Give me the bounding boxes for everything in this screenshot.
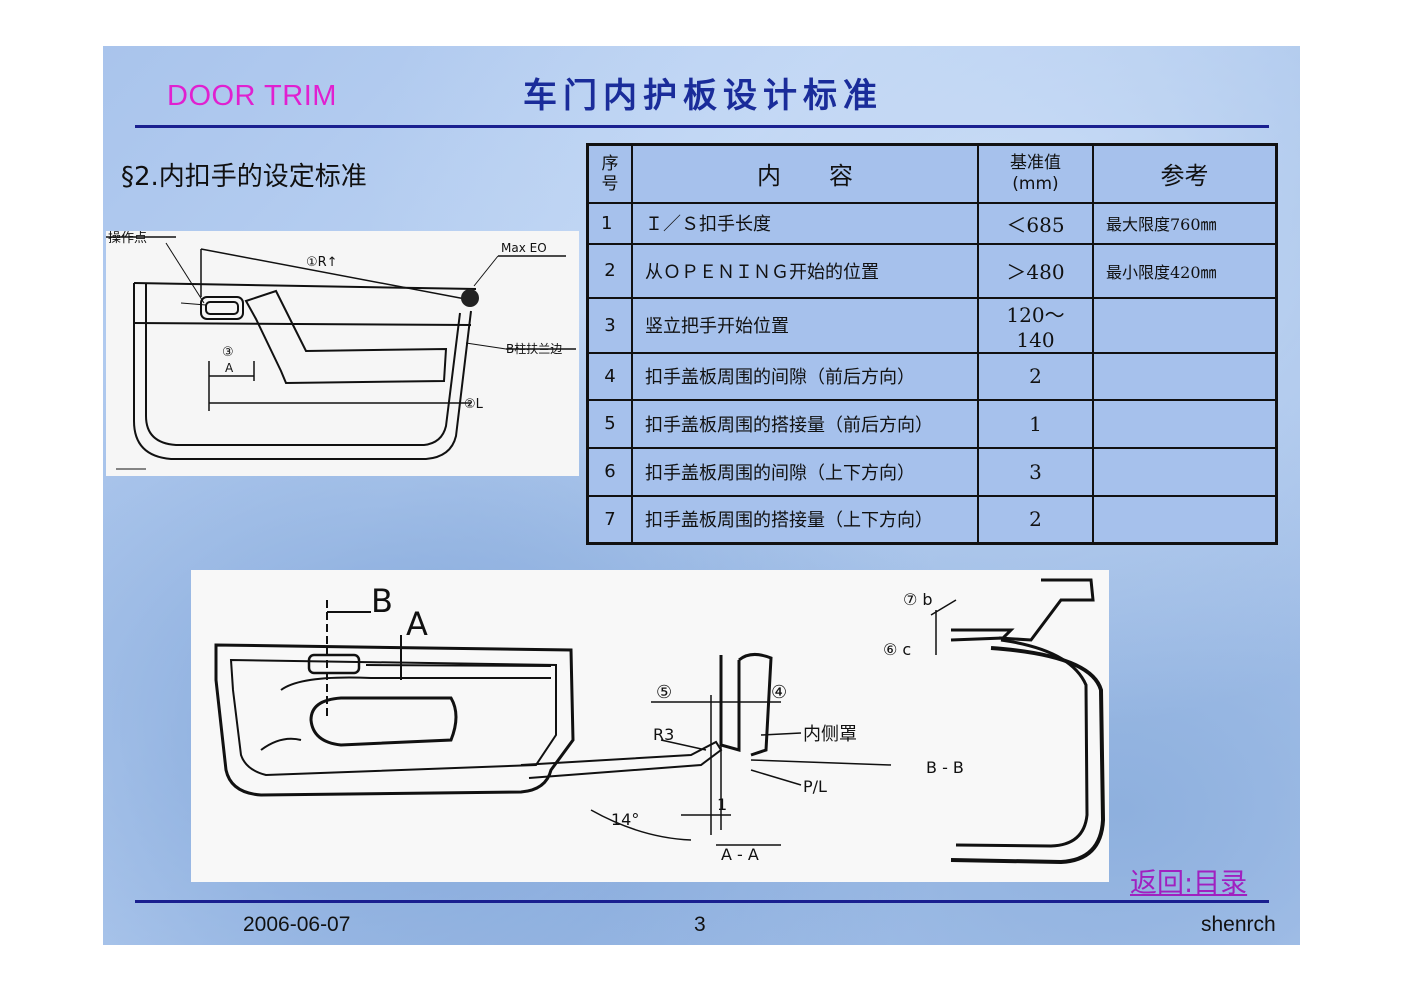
table-row: 7 扣手盖板周围的搭接量（上下方向） 2 xyxy=(586,494,1278,545)
row-no: 3 xyxy=(586,296,633,354)
footer-author: shenrch xyxy=(1201,913,1276,936)
row-content: 扣手盖板周围的间隙（上下方向） xyxy=(631,446,979,497)
one-mm-label: 1 xyxy=(717,795,727,814)
a-label: A xyxy=(225,361,234,375)
aa-section-label: A - A xyxy=(721,845,759,864)
table-header-row: 序号 内 容 基准值 (mm) 参考 xyxy=(586,143,1278,204)
back-to-toc-link[interactable]: 返回:目录 xyxy=(1130,868,1248,899)
table-row: 4 扣手盖板周围的间隙（前后方向） 2 xyxy=(586,351,1278,401)
row-base: 120～140 xyxy=(977,296,1094,354)
header-ref: 参考 xyxy=(1092,143,1278,204)
num7-label: ⑦ b xyxy=(903,590,933,609)
row-no: 2 xyxy=(586,242,633,299)
angle-label: 14° xyxy=(611,810,639,829)
slide: DOOR TRIM 车门内护板设计标准 §2.内扣手的设定标准 xyxy=(103,46,1300,945)
footer-page-number: 3 xyxy=(694,913,706,936)
section-detail-svg: B A ⑤ ④ R3 内侧罩 B - B P/L 14° 1 A - A ⑦ b… xyxy=(214,578,1106,865)
row-no: 7 xyxy=(586,494,633,545)
num6-label: ⑥ c xyxy=(883,640,911,659)
row-ref: 最大限度760㎜ xyxy=(1092,201,1278,245)
row-content: 扣手盖板周围的搭接量（前后方向） xyxy=(631,398,979,449)
a-marker-label: A xyxy=(406,605,428,643)
row-base: 3 xyxy=(977,446,1094,497)
table-row: 6 扣手盖板周围的间隙（上下方向） 3 xyxy=(586,446,1278,497)
r1-label: ①R↑ xyxy=(306,255,338,270)
page-title: 车门内护板设计标准 xyxy=(523,76,883,116)
row-base: ＜685 xyxy=(977,201,1094,245)
row-content: 从ＯＰＥＮＩＮＧ开始的位置 xyxy=(631,242,979,299)
table-row: 3 竖立把手开始位置 120～140 xyxy=(586,296,1278,354)
bb-section-label: B - B xyxy=(926,758,964,777)
max-eo-label: Max EO xyxy=(501,241,547,255)
operation-point-label: 操作点 xyxy=(108,231,147,246)
row-no: 4 xyxy=(586,351,633,401)
row-base: ＞480 xyxy=(977,242,1094,299)
table-row: 5 扣手盖板周围的搭接量（前后方向） 1 xyxy=(586,398,1278,449)
header-rule xyxy=(135,125,1269,128)
inner-cover-label: 内侧罩 xyxy=(803,724,857,745)
row-content: Ｉ／Ｓ扣手长度 xyxy=(631,201,979,245)
row-no: 1 xyxy=(586,201,633,245)
section-title: §2.内扣手的设定标准 xyxy=(121,162,367,192)
handle-schematic-figure: 操作点 ①R↑ Max EO B柱扶兰边 ②L ③ A xyxy=(106,230,579,476)
row-ref xyxy=(1092,351,1278,401)
handle-schematic-svg: 操作点 ①R↑ Max EO B柱扶兰边 ②L ③ A xyxy=(106,230,576,470)
row-no: 5 xyxy=(586,398,633,449)
row-content: 扣手盖板周围的搭接量（上下方向） xyxy=(631,494,979,545)
row-ref xyxy=(1092,398,1278,449)
row-ref xyxy=(1092,446,1278,497)
row-ref: 最小限度420㎜ xyxy=(1092,242,1278,299)
row-base: 1 xyxy=(977,398,1094,449)
section-detail-figure: B A ⑤ ④ R3 内侧罩 B - B P/L 14° 1 A - A ⑦ b… xyxy=(191,570,1109,882)
row-ref xyxy=(1092,494,1278,545)
num5-label: ⑤ xyxy=(656,682,672,703)
spec-table: 序号 内 容 基准值 (mm) 参考 1 Ｉ／Ｓ扣手长度 ＜685 最大限度76… xyxy=(586,143,1278,545)
r3-label: R3 xyxy=(653,725,674,744)
row-ref xyxy=(1092,296,1278,354)
num4-label: ④ xyxy=(771,682,787,703)
b-marker-label: B xyxy=(371,582,393,620)
header-no: 序号 xyxy=(586,143,633,204)
row-base: 2 xyxy=(977,351,1094,401)
row-content: 扣手盖板周围的间隙（前后方向） xyxy=(631,351,979,401)
a3-label: ③ xyxy=(222,345,234,360)
l2-label: ②L xyxy=(464,397,484,412)
row-content: 竖立把手开始位置 xyxy=(631,296,979,354)
row-no: 6 xyxy=(586,446,633,497)
table-row: 1 Ｉ／Ｓ扣手长度 ＜685 最大限度760㎜ xyxy=(586,201,1278,245)
table-row: 2 从ＯＰＥＮＩＮＧ开始的位置 ＞480 最小限度420㎜ xyxy=(586,242,1278,299)
header-base: 基准值 (mm) xyxy=(977,143,1094,204)
footer-date: 2006-06-07 xyxy=(243,913,351,936)
brand-label: DOOR TRIM xyxy=(167,80,337,112)
b-pillar-label: B柱扶兰边 xyxy=(506,341,562,356)
header-content: 内 容 xyxy=(631,143,979,204)
footer-rule xyxy=(135,900,1269,903)
row-base: 2 xyxy=(977,494,1094,545)
pl-label: P/L xyxy=(803,777,827,796)
